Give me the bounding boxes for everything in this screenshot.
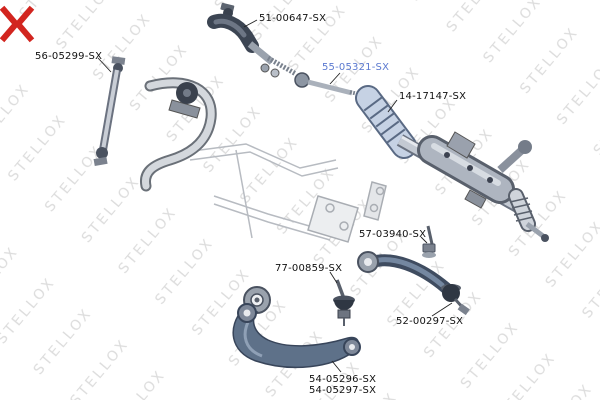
part-label-14-17147[interactable]: 14-17147-SX — [399, 91, 467, 102]
steering-rack-drawing — [396, 131, 549, 242]
stabilizer-link-drawing — [93, 56, 126, 166]
leader-lines — [97, 19, 453, 373]
part-label-51-00647[interactable]: 51-00647-SX — [259, 13, 327, 24]
part-label-56-05299[interactable]: 56-05299-SX — [35, 51, 103, 62]
upper-control-arm-drawing — [357, 225, 470, 316]
outer-tie-rod-end-drawing — [207, 2, 298, 78]
stabilizer-bar-drawing — [140, 77, 217, 192]
part-label-55-05321-highlighted[interactable]: 55-05321-SX — [322, 62, 390, 73]
part-label-52-00297[interactable]: 52-00297-SX — [396, 316, 464, 327]
steering-bellows-drawing — [355, 85, 417, 159]
lower-control-arm-drawing — [232, 303, 361, 369]
part-label-54-05296[interactable]: 54-05296-SX — [309, 374, 377, 385]
part-label-54-05297[interactable]: 54-05297-SX — [309, 385, 377, 396]
ball-joint-drawing — [333, 279, 355, 326]
part-label-77-00859[interactable]: 77-00859-SX — [275, 263, 343, 274]
part-label-57-03940[interactable]: 57-03940-SX — [359, 229, 427, 240]
subframe-drawing — [184, 143, 387, 243]
stellox-logo-icon — [0, 5, 35, 43]
